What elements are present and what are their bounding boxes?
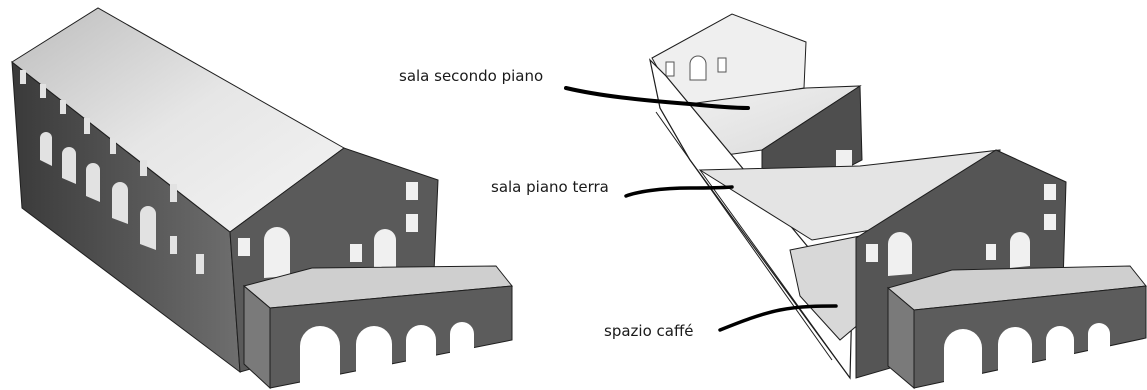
cutaway-building-model [649,13,1147,390]
closed-building-ramp-side [243,284,271,390]
annotation-cafe: spazio caffé [604,304,838,340]
closed-building-side-openings [20,70,204,274]
closed-building-gable-openings [238,182,418,278]
cutaway-floor-slab [655,111,833,361]
cutaway-cafe-space [789,235,867,341]
cutaway-front-gable-openings [866,184,1056,276]
annotation-second-floor: sala secondo piano [399,67,750,110]
cutaway-arcade-arches [944,323,1110,384]
leader-line-ground-floor [624,185,734,198]
cutaway-floor-slab-2 [699,169,851,379]
annotation-ground-floor: sala piano terra [491,178,734,198]
leader-line-second-floor [564,86,750,110]
closed-building-arcade-arches [300,322,474,384]
closed-building-model [11,7,513,390]
label-sala-piano-terra: sala piano terra [491,178,609,196]
label-spazio-caffe: spazio caffé [604,322,694,340]
leader-line-cafe [718,304,838,332]
label-sala-secondo-piano: sala secondo piano [399,67,543,85]
cutaway-ramp-side [887,286,915,390]
cutaway-back-wall-openings [665,55,727,81]
